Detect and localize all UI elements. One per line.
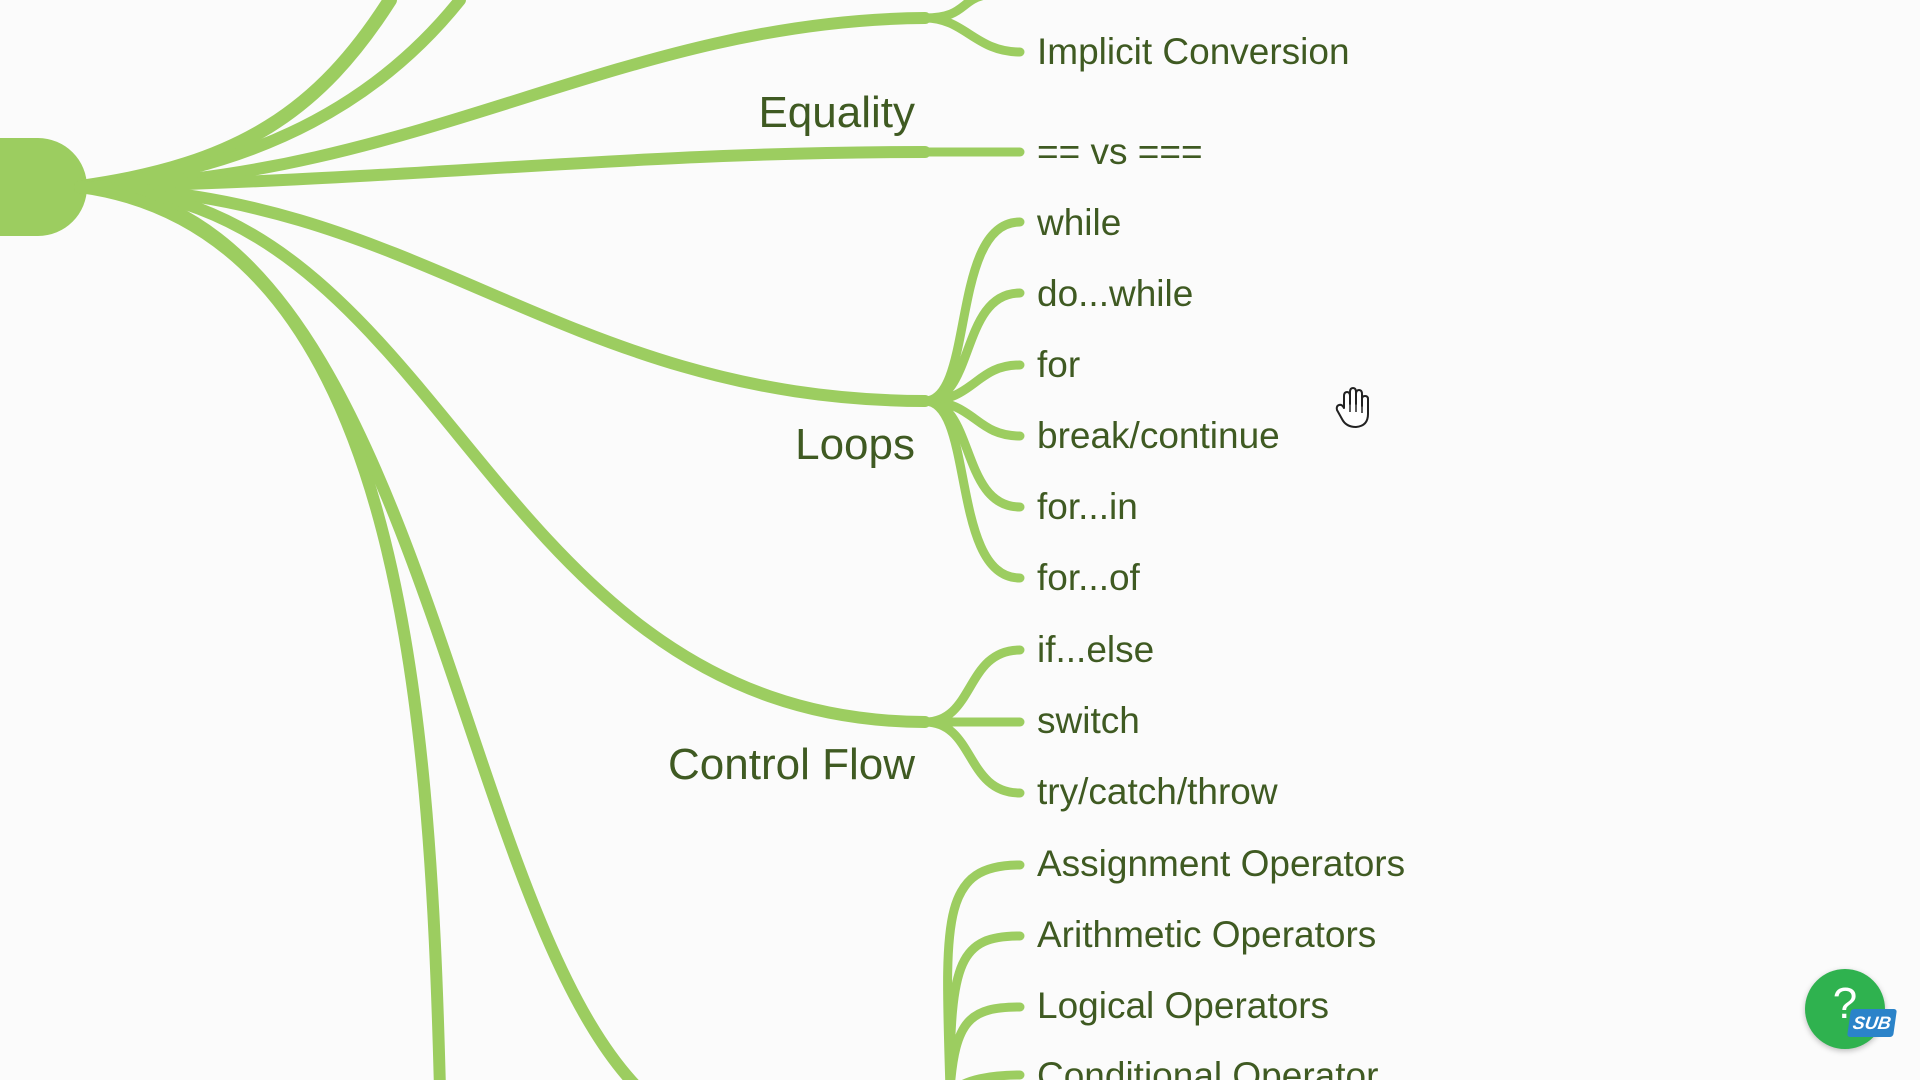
connector-while	[920, 217, 1025, 406]
leaf-for-in[interactable]: for...in	[1037, 486, 1138, 527]
help-button[interactable]: ? SUB	[1805, 969, 1897, 1049]
leaf-do-while[interactable]: do...while	[1037, 273, 1193, 314]
connector-try-catch	[920, 717, 1025, 798]
leaf-switch[interactable]: switch	[1037, 700, 1140, 741]
leaf-if-else[interactable]: if...else	[1037, 629, 1154, 670]
connector-for	[920, 360, 1025, 406]
leaf-arithmetic-operators[interactable]: Arithmetic Operators	[1037, 914, 1376, 955]
sub-badge: SUB	[1847, 1009, 1897, 1037]
branch-offscreen-bottom	[74, 181, 446, 1080]
leaf-break-continue[interactable]: break/continue	[1037, 415, 1280, 456]
leaf-for-of[interactable]: for...of	[1037, 557, 1141, 598]
connector-arithmetic-operators	[945, 931, 1025, 1080]
root-node[interactable]	[0, 138, 87, 236]
connector-for-of	[920, 396, 1025, 583]
branch-types	[74, 12, 931, 193]
leaf-equality-compare[interactable]: == vs ===	[1037, 131, 1203, 172]
leaf-while[interactable]: while	[1036, 202, 1121, 243]
leaf-implicit-conversion[interactable]: Implicit Conversion	[1037, 31, 1350, 72]
connector-conditional-operator	[962, 1070, 1025, 1080]
connector-implicit-conversion	[920, 13, 1025, 57]
leaf-logical-operators[interactable]: Logical Operators	[1037, 985, 1329, 1026]
branch-loops	[74, 181, 931, 407]
leaf-try-catch-throw[interactable]: try/catch/throw	[1037, 771, 1278, 812]
branch-label-control-flow[interactable]: Control Flow	[668, 740, 915, 789]
connector-if-else	[920, 645, 1025, 727]
branch-equality	[74, 146, 931, 193]
branch-offscreen-top-2	[74, 0, 466, 193]
leaf-for[interactable]: for	[1037, 344, 1080, 385]
branch-label-equality[interactable]: Equality	[758, 88, 915, 137]
branch-control-flow	[74, 181, 931, 728]
leaf-conditional-operator[interactable]: Conditional Operator	[1037, 1055, 1378, 1080]
branch-label-loops[interactable]: Loops	[795, 420, 915, 469]
leaf-assignment-operators[interactable]: Assignment Operators	[1037, 843, 1405, 884]
connector-logical-operators	[946, 1002, 1025, 1080]
